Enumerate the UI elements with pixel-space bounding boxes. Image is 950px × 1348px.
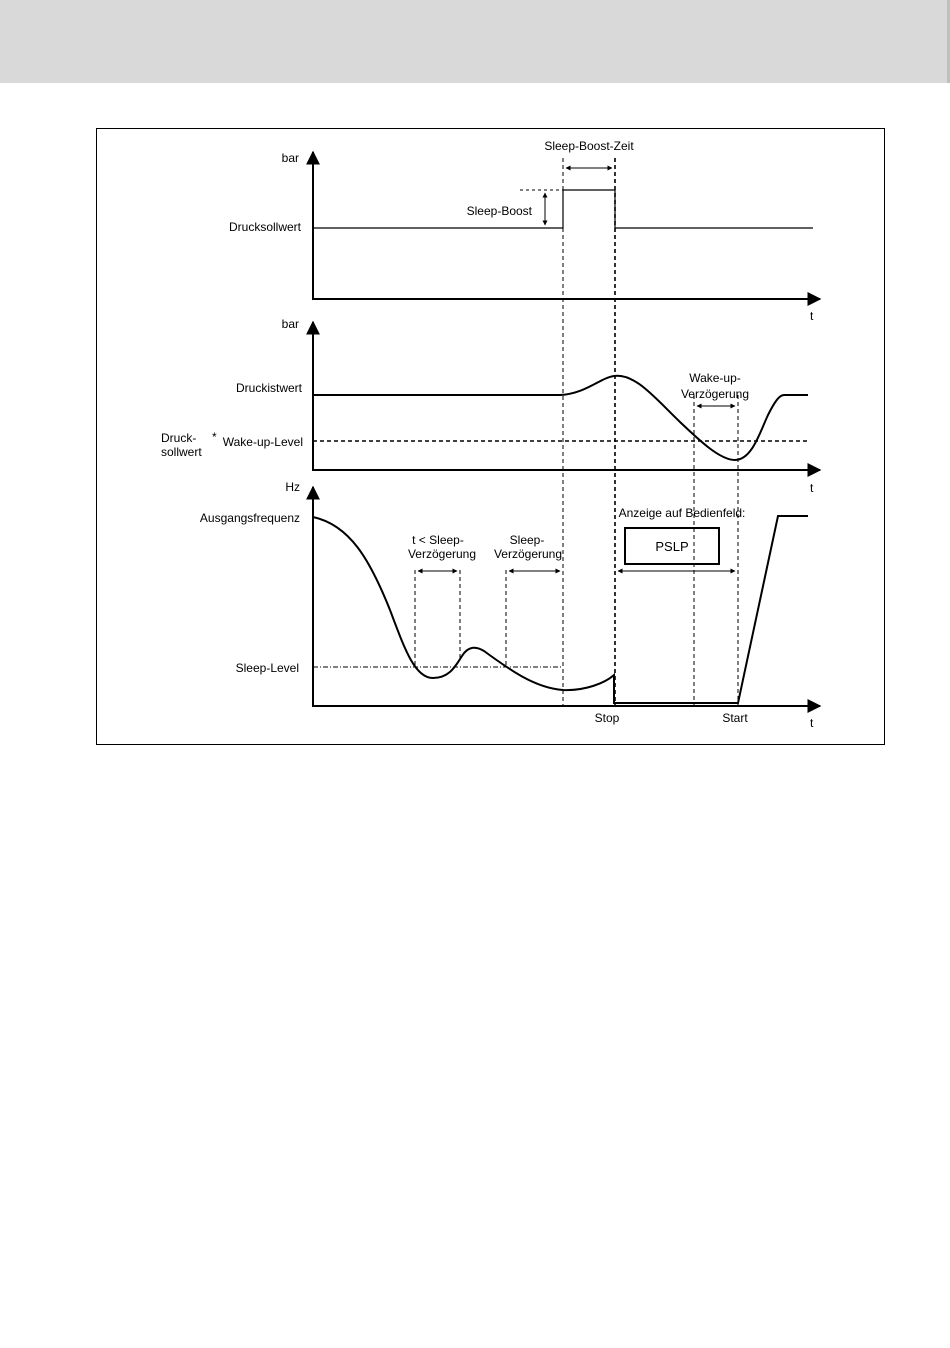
sleep-delay-line1: Sleep- — [510, 533, 545, 547]
bottom-time-label: t — [810, 716, 814, 730]
mid-y-unit: bar — [282, 317, 299, 331]
short-delay-line2: Verzögerung — [408, 547, 476, 561]
panel-display-label: Anzeige auf Bedienfeld: — [619, 506, 746, 520]
top-y-unit: bar — [282, 151, 299, 165]
sleep-level-label: Sleep-Level — [236, 661, 299, 675]
sleep-delay-line2: Verzögerung — [494, 547, 562, 561]
wakeup-delay-line1: Wake-up- — [689, 371, 741, 385]
top-time-label: t — [810, 309, 814, 323]
stop-label: Stop — [595, 711, 620, 725]
wakeup-level-label: Wake-up-Level — [223, 435, 303, 449]
asterisk-mark: * — [212, 430, 217, 444]
wakeup-delay-line2: Verzögerung — [681, 387, 749, 401]
output-frequency-label: Ausgangsfrequenz — [200, 511, 300, 525]
boost-label: Sleep-Boost — [467, 204, 533, 218]
pslp-display-value: PSLP — [655, 539, 688, 554]
short-delay-line1: t < Sleep- — [412, 533, 464, 547]
bottom-y-unit: Hz — [285, 480, 300, 494]
output-frequency-curve — [313, 516, 808, 703]
mid-time-label: t — [810, 481, 814, 495]
start-label: Start — [722, 711, 748, 725]
actual-pressure-label: Druckistwert — [236, 381, 303, 395]
boost-time-label: Sleep-Boost-Zeit — [544, 139, 634, 153]
top-setpoint-label: Drucksollwert — [229, 220, 302, 234]
setpoint-label-line2: sollwert — [161, 445, 202, 459]
setpoint-label-line1: Druck- — [161, 431, 196, 445]
